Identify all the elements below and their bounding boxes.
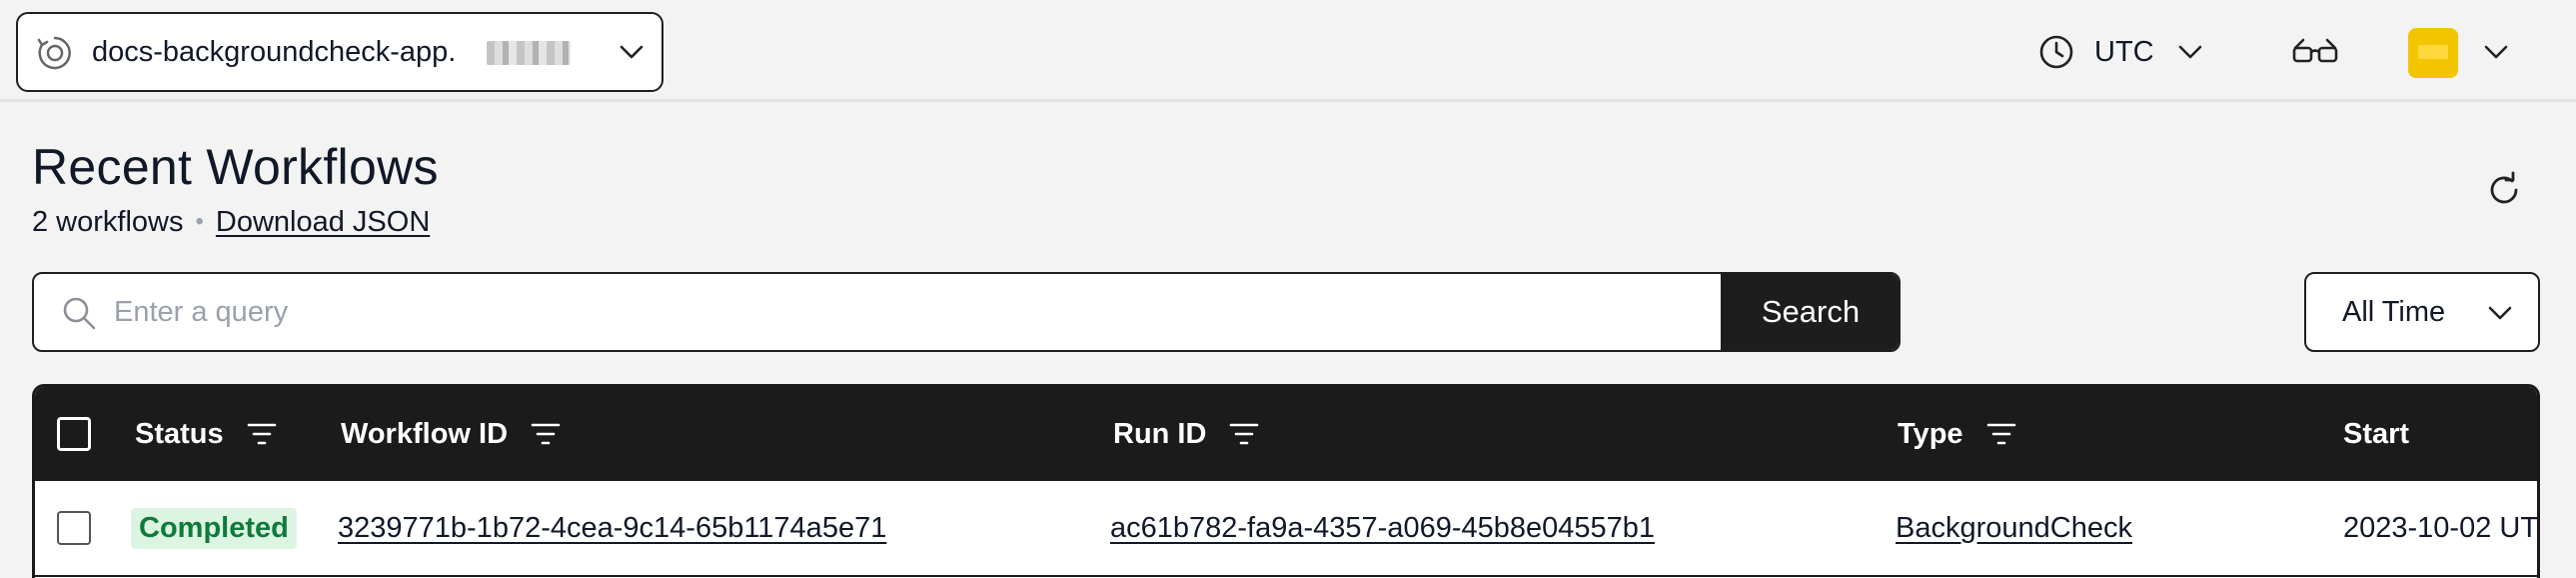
glasses-icon[interactable] [2291, 34, 2339, 70]
column-header-type: Type [1898, 387, 2017, 481]
workflow-summary: 2 workflows • Download JSON [32, 204, 430, 240]
time-range-select[interactable]: All Time [2304, 272, 2540, 352]
chevron-down-icon [2178, 45, 2201, 59]
redacted-namespace-suffix [487, 41, 571, 65]
filter-icon[interactable] [530, 421, 562, 447]
search-icon [63, 297, 96, 330]
start-time-cell: 2023-10-02 UT [2343, 511, 2539, 544]
chevron-down-icon [620, 45, 644, 59]
namespace-select[interactable]: docs-backgroundcheck-app. [16, 12, 663, 92]
download-json-link[interactable]: Download JSON [215, 205, 431, 238]
namespace-icon [37, 36, 71, 70]
filter-icon[interactable] [246, 421, 278, 447]
workflow-type-link[interactable]: BackgroundCheck [1896, 511, 2132, 544]
namespace-label: docs-backgroundcheck-app. [92, 36, 457, 68]
search-button[interactable]: Search [1721, 274, 1899, 350]
time-range-label: All Time [2342, 296, 2446, 328]
workflows-table: Status Workflow ID Run ID Type Start [32, 384, 2540, 578]
filter-icon[interactable] [1985, 421, 2017, 447]
column-header-start: Start [2343, 417, 2410, 450]
workflow-count: 2 workflows [32, 205, 184, 238]
search-input[interactable] [114, 274, 1713, 350]
timezone-select[interactable]: UTC [2038, 30, 2204, 74]
row-checkbox[interactable] [57, 511, 91, 545]
clock-icon [2039, 35, 2073, 69]
column-header-run-id: Run ID [1113, 387, 1260, 481]
run-id-link[interactable]: ac61b782-fa9a-4357-a069-45b8e04557b1 [1110, 511, 1656, 544]
table-header: Status Workflow ID Run ID Type Start [35, 387, 2537, 481]
workflow-id-link[interactable]: 3239771b-1b72-4cea-9c14-65b1174a5e71 [338, 511, 887, 544]
column-header-status: Status [135, 387, 278, 481]
select-all-checkbox[interactable] [57, 417, 91, 451]
avatar[interactable] [2408, 28, 2458, 78]
table-row[interactable]: Completed 3239771b-1b72-4cea-9c14-65b117… [35, 481, 2537, 577]
search-bar: Search [32, 272, 1901, 352]
refresh-icon[interactable] [2484, 170, 2524, 210]
chevron-down-icon [2488, 306, 2512, 320]
status-cell: Completed [131, 481, 297, 575]
separator-dot: • [195, 208, 204, 235]
timezone-label: UTC [2094, 35, 2154, 68]
page-title: Recent Workflows [32, 139, 439, 195]
filter-icon[interactable] [1228, 421, 1260, 447]
status-badge: Completed [131, 507, 297, 549]
chevron-down-icon[interactable] [2482, 42, 2510, 62]
top-navigation-bar: docs-backgroundcheck-app. UTC [0, 0, 2576, 102]
column-header-workflow-id: Workflow ID [341, 387, 562, 481]
